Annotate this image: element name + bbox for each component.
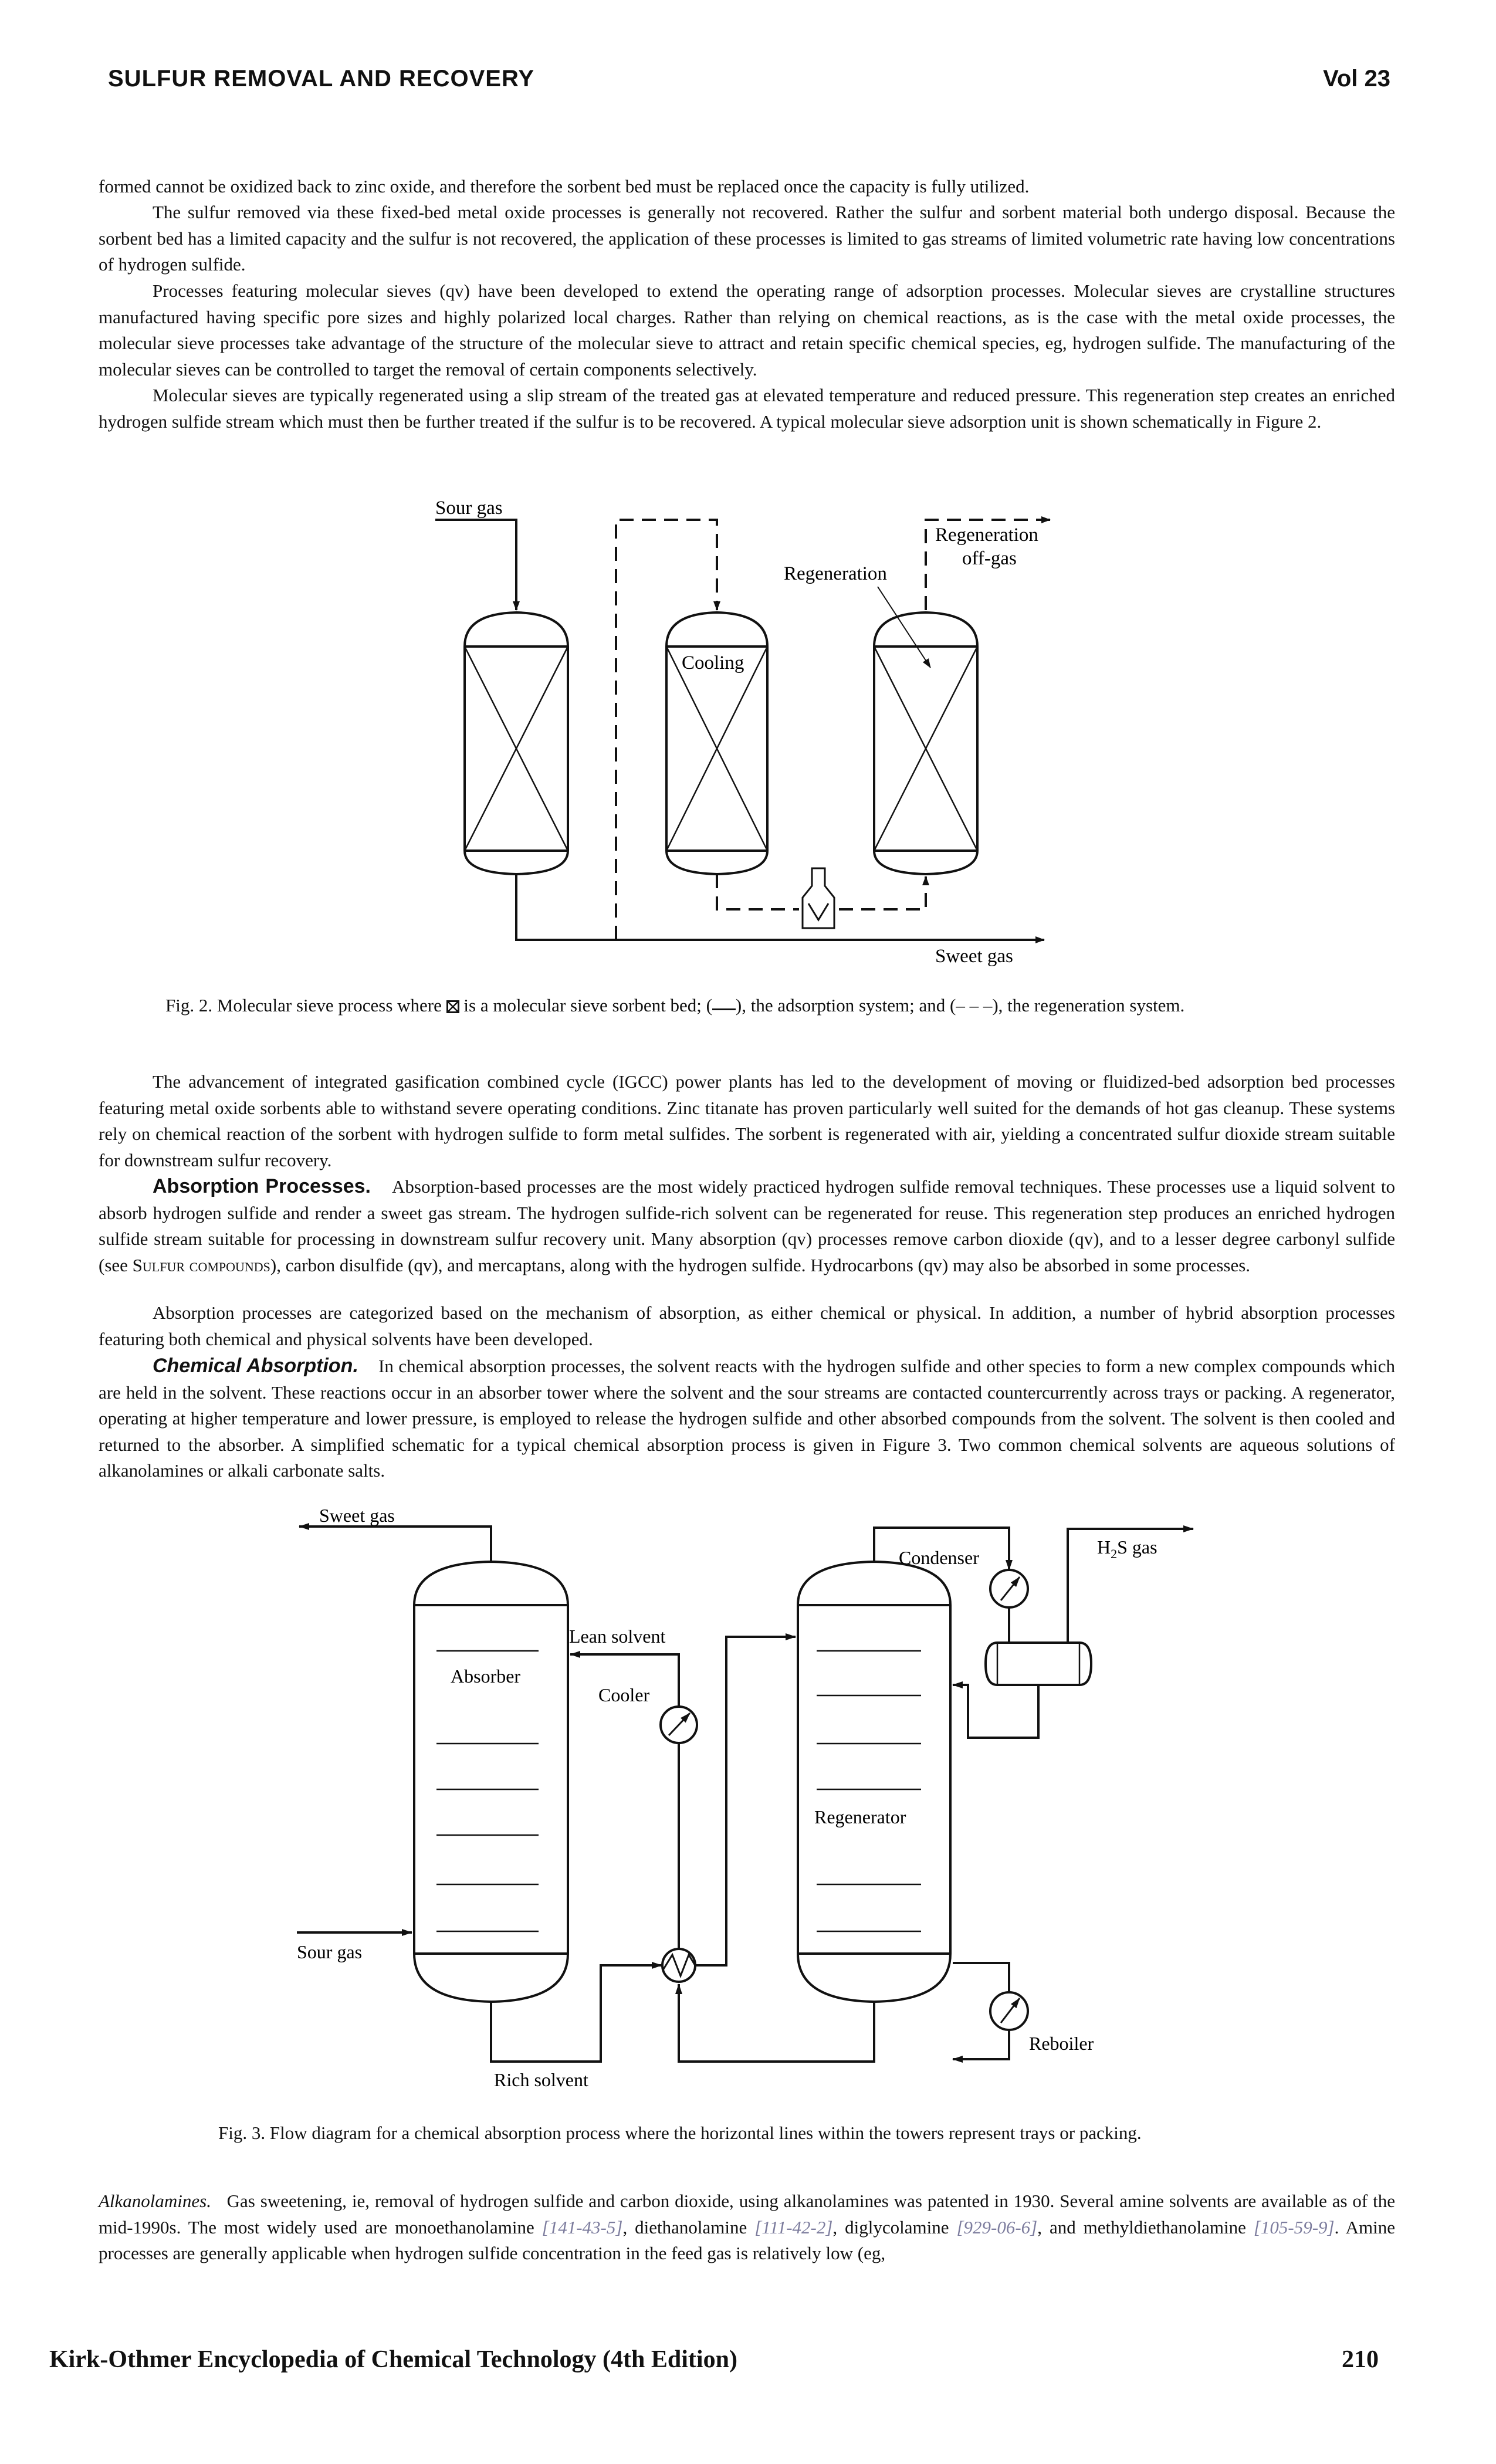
paragraph-text: ), carbon disulfide (qv), and mercaptans… bbox=[270, 1254, 1251, 1275]
regeneration-loop bbox=[615, 516, 1051, 940]
sweet-gas-line bbox=[515, 874, 1045, 943]
paragraph-text: Processes featuring molecular sieves (qv… bbox=[99, 280, 1395, 380]
paragraph-sulfur-not-recovered: The sulfur removed via these fixed-bed m… bbox=[99, 199, 1395, 278]
paragraph-text: , diglycolamine bbox=[832, 2216, 957, 2238]
solid-line-symbol-icon bbox=[712, 998, 736, 1010]
cas-number-link[interactable]: [105-59-9] bbox=[1253, 2216, 1335, 2238]
paragraph-text: . Amine processes are generally applicab… bbox=[99, 2216, 1395, 2264]
cas-number-link[interactable]: [141-43-5] bbox=[541, 2216, 623, 2238]
fig3-reboiler-label: Reboiler bbox=[1029, 2033, 1094, 2054]
fig2-cooling-label: Cooling bbox=[682, 652, 744, 673]
fig3-regenerator-label: Regenerator bbox=[814, 1806, 906, 1827]
fig3-sweet-gas-label: Sweet gas bbox=[319, 1505, 395, 1526]
page-number: 210 bbox=[1342, 2346, 1379, 2373]
sweet-gas-line bbox=[299, 1523, 492, 1562]
paragraph-alkanolamines: Alkanolamines. Gas sweetening, ie, remov… bbox=[99, 2188, 1395, 2267]
dashed-line-symbol: – – – bbox=[956, 995, 993, 1016]
fig3-condenser-label: Condenser bbox=[899, 1547, 979, 1568]
paragraph-text: Molecular sieves are typically regenerat… bbox=[99, 385, 1395, 432]
regenerator-tower bbox=[797, 1560, 952, 2003]
section-heading-chemical-absorption: Chemical Absorption. bbox=[153, 1355, 358, 1377]
paragraph-absorption-processes: Absorption Processes. Absorption-based p… bbox=[99, 1173, 1395, 1278]
paragraph-text: , and methyldiethanolamine bbox=[1037, 2216, 1254, 2238]
heat-exchanger-icon bbox=[661, 1948, 696, 1983]
figure-3-chemical-absorption-diagram: Sweet gas Absorber Lean solvent Cooler S… bbox=[297, 1505, 1194, 2090]
rich-solvent-line bbox=[490, 1962, 662, 2063]
caption-text: ), the regeneration system. bbox=[992, 995, 1185, 1016]
paragraph-text: The advancement of integrated gasificati… bbox=[99, 1071, 1395, 1170]
paragraph-absorption-categories: Absorption processes are categorized bas… bbox=[99, 1300, 1395, 1352]
lean-solvent-return bbox=[675, 1984, 875, 2063]
cross-reference-link[interactable]: Sulfur compounds bbox=[132, 1254, 270, 1275]
cas-number-link[interactable]: [929-06-6] bbox=[956, 2216, 1038, 2238]
lean-solvent-line bbox=[570, 1651, 680, 1707]
paragraph-text: , diethanolamine bbox=[622, 2216, 755, 2238]
sorbent-bed-3-regeneration bbox=[873, 611, 979, 876]
paragraph-text: Absorption-based processes are the most … bbox=[99, 1176, 1395, 1275]
caption-text: is a molecular sieve sorbent bed; ( bbox=[463, 995, 712, 1016]
paragraph-igcc: The advancement of integrated gasificati… bbox=[99, 1069, 1395, 1173]
section-heading-alkanolamines: Alkanolamines. bbox=[99, 2191, 211, 2211]
fig3-cooler-label: Cooler bbox=[598, 1684, 649, 1705]
sorbent-bed-1 bbox=[463, 611, 569, 876]
regeneration-pointer bbox=[877, 586, 931, 668]
paragraph-molecular-sieves: Processes featuring molecular sieves (qv… bbox=[99, 278, 1395, 383]
fig3-rich-solvent-label: Rich solvent bbox=[494, 2069, 588, 2090]
fig2-sour-gas-label: Sour gas bbox=[435, 497, 503, 519]
figure-2-molecular-sieve-diagram: Sour gas Cooling Regeneration Regenerati… bbox=[435, 497, 1051, 967]
fig3-lean-solvent-label: Lean solvent bbox=[569, 1626, 666, 1647]
sorbent-bed-2-cooling bbox=[665, 611, 769, 876]
fig3-sour-gas-label: Sour gas bbox=[297, 1941, 362, 1962]
reflux-drum bbox=[984, 1641, 1093, 1686]
condenser-icon bbox=[989, 1569, 1029, 1609]
fig2-sweet-gas-label: Sweet gas bbox=[935, 946, 1013, 967]
absorber-tower bbox=[413, 1560, 569, 2003]
figure-3-caption: Fig. 3. Flow diagram for a chemical abso… bbox=[218, 2123, 1142, 2143]
paragraph-text: Gas sweetening, ie, removal of hydrogen … bbox=[99, 2191, 1396, 2238]
caption-text: Fig. 2. Molecular sieve process where bbox=[165, 995, 442, 1016]
fig3-h2s-gas-label: H2S gas bbox=[1097, 1536, 1157, 1561]
footer-title: Kirk-Othmer Encyclopedia of Chemical Tec… bbox=[49, 2346, 737, 2373]
fig2-regen-offgas-label-1: Regeneration bbox=[935, 524, 1038, 546]
running-header-title: SULFUR REMOVAL AND RECOVERY bbox=[108, 66, 535, 92]
figure-2-caption: Fig. 2. Molecular sieve process where is… bbox=[165, 994, 1184, 1017]
fig2-regeneration-label: Regeneration bbox=[784, 563, 887, 584]
fig3-absorber-label: Absorber bbox=[451, 1666, 520, 1687]
paragraph-chemical-absorption: Chemical Absorption. In chemical absorpt… bbox=[99, 1353, 1395, 1484]
h2s-gas-line bbox=[1067, 1525, 1194, 1643]
caption-text: ), the adsorption system; and ( bbox=[735, 995, 956, 1016]
fig2-regen-offgas-label-2: off-gas bbox=[962, 548, 1017, 569]
paragraph-text: Absorption processes are categorized bas… bbox=[99, 1302, 1395, 1349]
paragraph-text: The sulfur removed via these fixed-bed m… bbox=[99, 202, 1395, 275]
cas-number-link[interactable]: [111-42-2] bbox=[754, 2216, 833, 2238]
section-heading-absorption: Absorption Processes. bbox=[153, 1175, 371, 1197]
heater-icon bbox=[801, 867, 835, 929]
paragraph-regeneration: Molecular sieves are typically regenerat… bbox=[99, 383, 1395, 435]
sorbent-bed-symbol-icon bbox=[446, 1000, 459, 1013]
paragraph-text: In chemical absorption processes, the so… bbox=[99, 1356, 1395, 1481]
sour-gas-line bbox=[435, 519, 520, 611]
paragraph-zinc-oxide: formed cannot be oxidized back to zinc o… bbox=[99, 176, 1030, 197]
running-header-volume: Vol 23 bbox=[1323, 66, 1390, 92]
